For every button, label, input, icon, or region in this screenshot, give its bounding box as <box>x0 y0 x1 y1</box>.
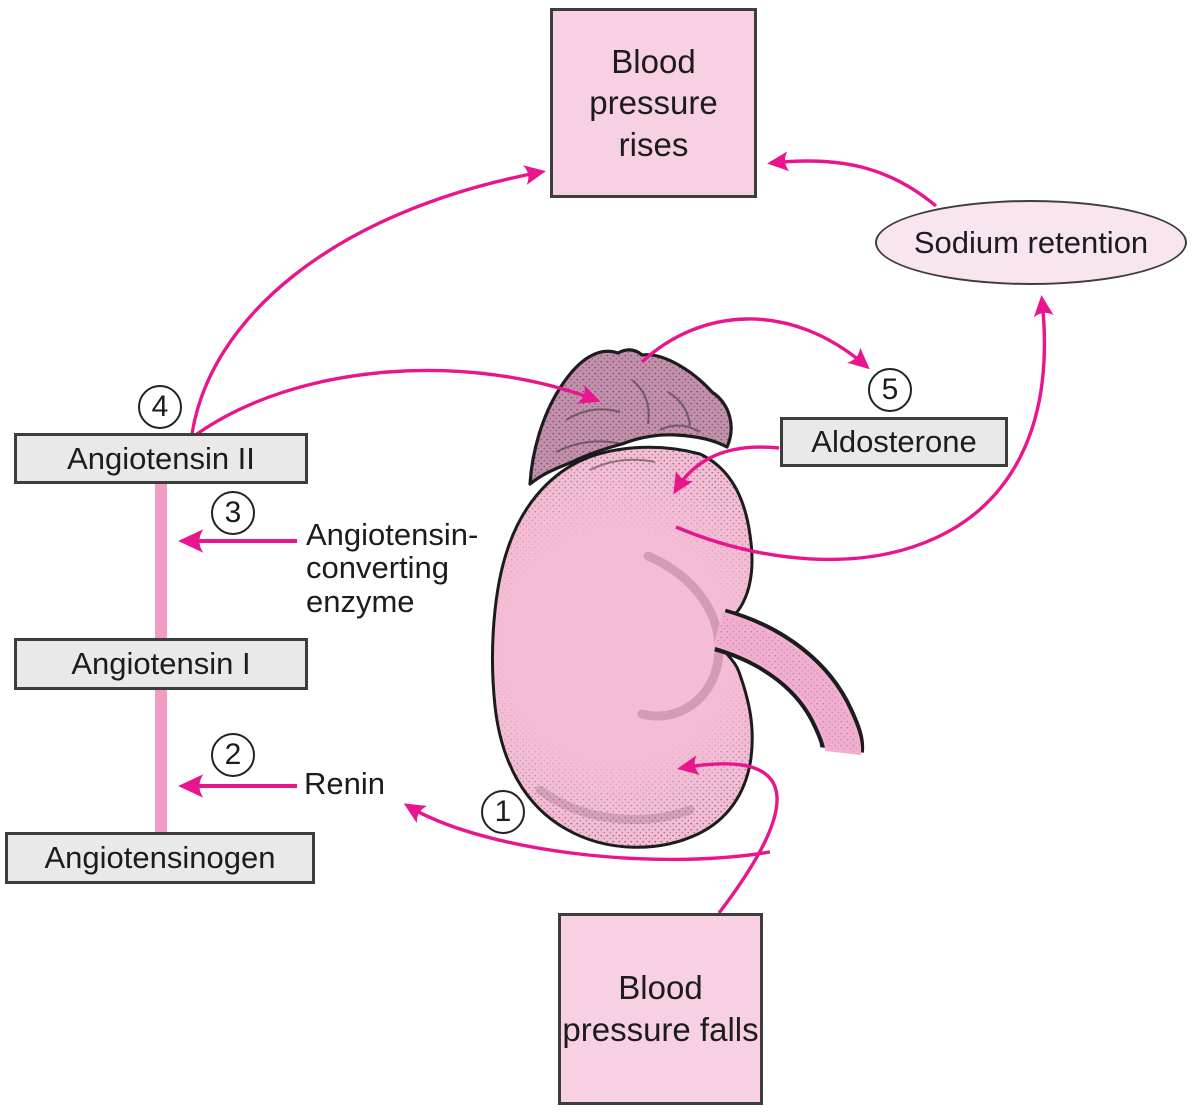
arrow-adrenal-to-aldosterone <box>640 317 870 370</box>
node-label: Angiotensin I <box>71 646 251 682</box>
node-label: Angiotensin II <box>67 440 255 476</box>
node-angiotensin-i: Angiotensin I <box>14 638 308 690</box>
label-renin: Renin <box>304 766 385 801</box>
adrenal-gland-illustration <box>528 348 733 486</box>
node-blood-pressure-rises: Blood pressure rises <box>550 8 757 198</box>
node-aldosterone: Aldosterone <box>780 417 1008 467</box>
arrow-sodium-retention-to-bp-rises <box>767 151 938 208</box>
node-sodium-retention: Sodium retention <box>875 200 1187 285</box>
label-ace-enzyme: Angiotensin-converting enzyme <box>306 517 479 619</box>
node-label: Blood pressure falls <box>562 969 759 1048</box>
kidney-illustration <box>491 445 754 849</box>
ureter-illustration <box>712 608 865 755</box>
arrow-angiotensin2-to-bp-rises <box>190 165 546 435</box>
step-badge-4: 4 <box>138 385 182 429</box>
arrow-kidney-to-sodium-retention <box>675 295 1054 562</box>
node-blood-pressure-falls: Blood pressure falls <box>558 913 763 1105</box>
step-number: 1 <box>494 795 512 828</box>
node-angiotensin-ii: Angiotensin II <box>14 433 308 484</box>
step-number: 3 <box>224 496 242 529</box>
step-number: 5 <box>881 373 899 406</box>
node-label: Aldosterone <box>811 424 977 460</box>
arrow-angiotensin2-to-adrenal <box>196 368 601 436</box>
step-badge-3: 3 <box>211 491 255 535</box>
node-angiotensinogen: Angiotensinogen <box>5 832 315 884</box>
step-number: 4 <box>151 390 169 423</box>
step-badge-2: 2 <box>211 733 255 777</box>
node-label: Angiotensinogen <box>44 840 276 876</box>
step-badge-5: 5 <box>868 368 912 412</box>
node-label: Sodium retention <box>913 224 1149 260</box>
step-number: 2 <box>224 738 242 771</box>
arrow-aldosterone-to-kidney <box>673 445 780 495</box>
arrow-kidney-to-renin <box>403 803 771 862</box>
arrow-bp-falls-to-kidney <box>677 755 779 915</box>
node-label: Blood pressure rises <box>589 42 718 163</box>
step-badge-1: 1 <box>481 790 525 834</box>
